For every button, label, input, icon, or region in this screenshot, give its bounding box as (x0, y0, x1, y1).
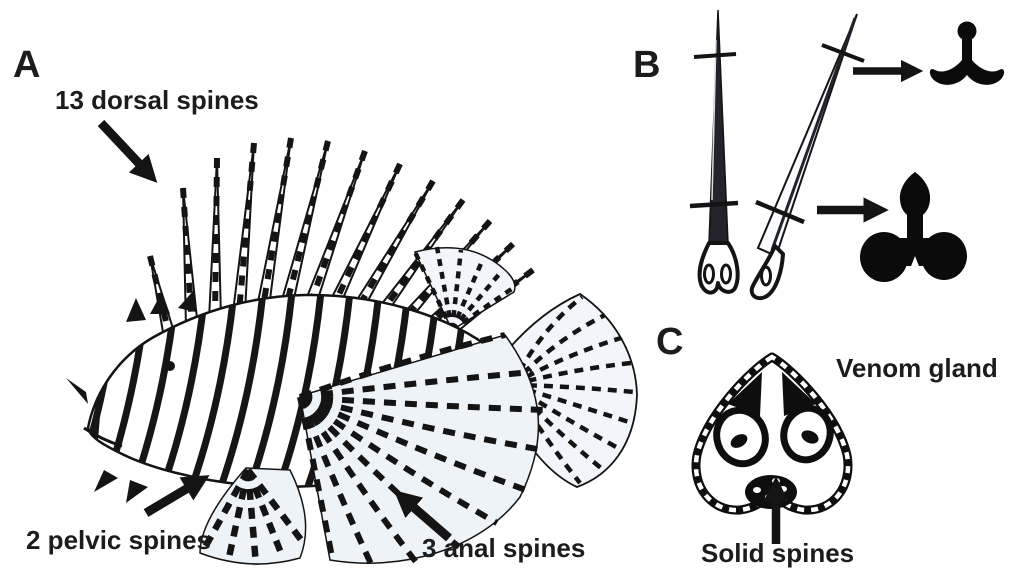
venom-gland-label: Venom gland (836, 353, 998, 383)
beaded-sheath-texture (693, 354, 851, 513)
dorsal-spines-label: 13 dorsal spines (55, 85, 259, 115)
pectoral-fin (297, 332, 547, 568)
right-gland-core (801, 430, 819, 444)
lionfish-illustration (66, 119, 638, 568)
upper-section-tick (821, 43, 865, 63)
anal-spines-label: 3 anal spines (422, 533, 586, 563)
bottom-tissue (745, 475, 797, 509)
tail-fin (505, 292, 638, 488)
venom-gland-cross-section (691, 352, 853, 544)
pelvic-spines-arrow (143, 475, 210, 517)
left-gland-core (730, 434, 748, 448)
panel-a-arrows (97, 119, 452, 542)
solid-spines-label: Solid spines (701, 538, 855, 568)
lower-section-tick (755, 199, 805, 225)
panel-b-letter: B (633, 44, 661, 86)
dorsal-spines-arrow (97, 119, 158, 183)
spine-tip-cross-section (929, 21, 1005, 85)
upper-section-tick (693, 52, 737, 59)
fish-eye (165, 361, 175, 371)
fish-head-details (66, 290, 196, 503)
anal-spines-arrow (393, 490, 452, 542)
fish-mouth (83, 426, 123, 448)
lower-section-tick (689, 200, 739, 209)
spine-diagrams (689, 9, 1005, 301)
panel-a-letter: A (13, 44, 41, 86)
straight-spine (689, 9, 740, 295)
tilted-spine (749, 13, 865, 301)
left-tissue-wedge (728, 372, 762, 416)
pelvic-fin (199, 467, 308, 566)
pelvic-spines-label: 2 pelvic spines (26, 525, 211, 555)
panel-c-letter: C (656, 321, 684, 363)
spine-base-cross-section (860, 172, 967, 282)
soft-dorsal-fin (412, 246, 516, 332)
